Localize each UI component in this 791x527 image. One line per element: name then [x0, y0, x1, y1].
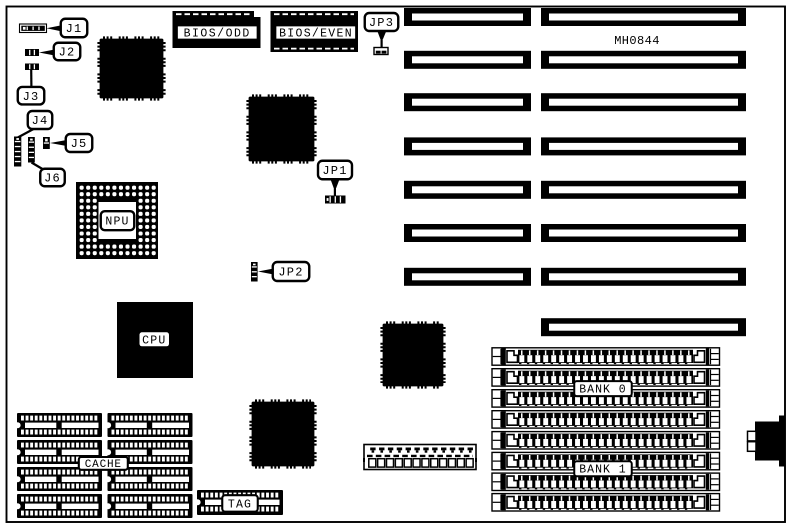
- svg-text:JP1: JP1: [322, 164, 347, 178]
- svg-text:TAG: TAG: [228, 498, 252, 511]
- svg-text:JP3: JP3: [369, 16, 394, 30]
- svg-text:MH0844: MH0844: [614, 34, 660, 48]
- svg-text:J5: J5: [71, 137, 88, 151]
- svg-text:J6: J6: [44, 172, 61, 186]
- svg-text:J4: J4: [32, 114, 49, 128]
- svg-text:BANK 1: BANK 1: [579, 464, 626, 477]
- svg-text:CACHE: CACHE: [85, 459, 122, 471]
- svg-text:J2: J2: [59, 46, 76, 60]
- svg-text:BANK 0: BANK 0: [579, 384, 626, 397]
- svg-text:BIOS/EVEN: BIOS/EVEN: [279, 27, 353, 40]
- svg-text:J1: J1: [66, 22, 83, 36]
- svg-text:J3: J3: [23, 90, 40, 104]
- svg-text:NPU: NPU: [105, 216, 129, 229]
- svg-text:BIOS/ODD: BIOS/ODD: [184, 27, 251, 40]
- svg-text:CPU: CPU: [142, 334, 166, 347]
- svg-text:JP2: JP2: [278, 266, 303, 280]
